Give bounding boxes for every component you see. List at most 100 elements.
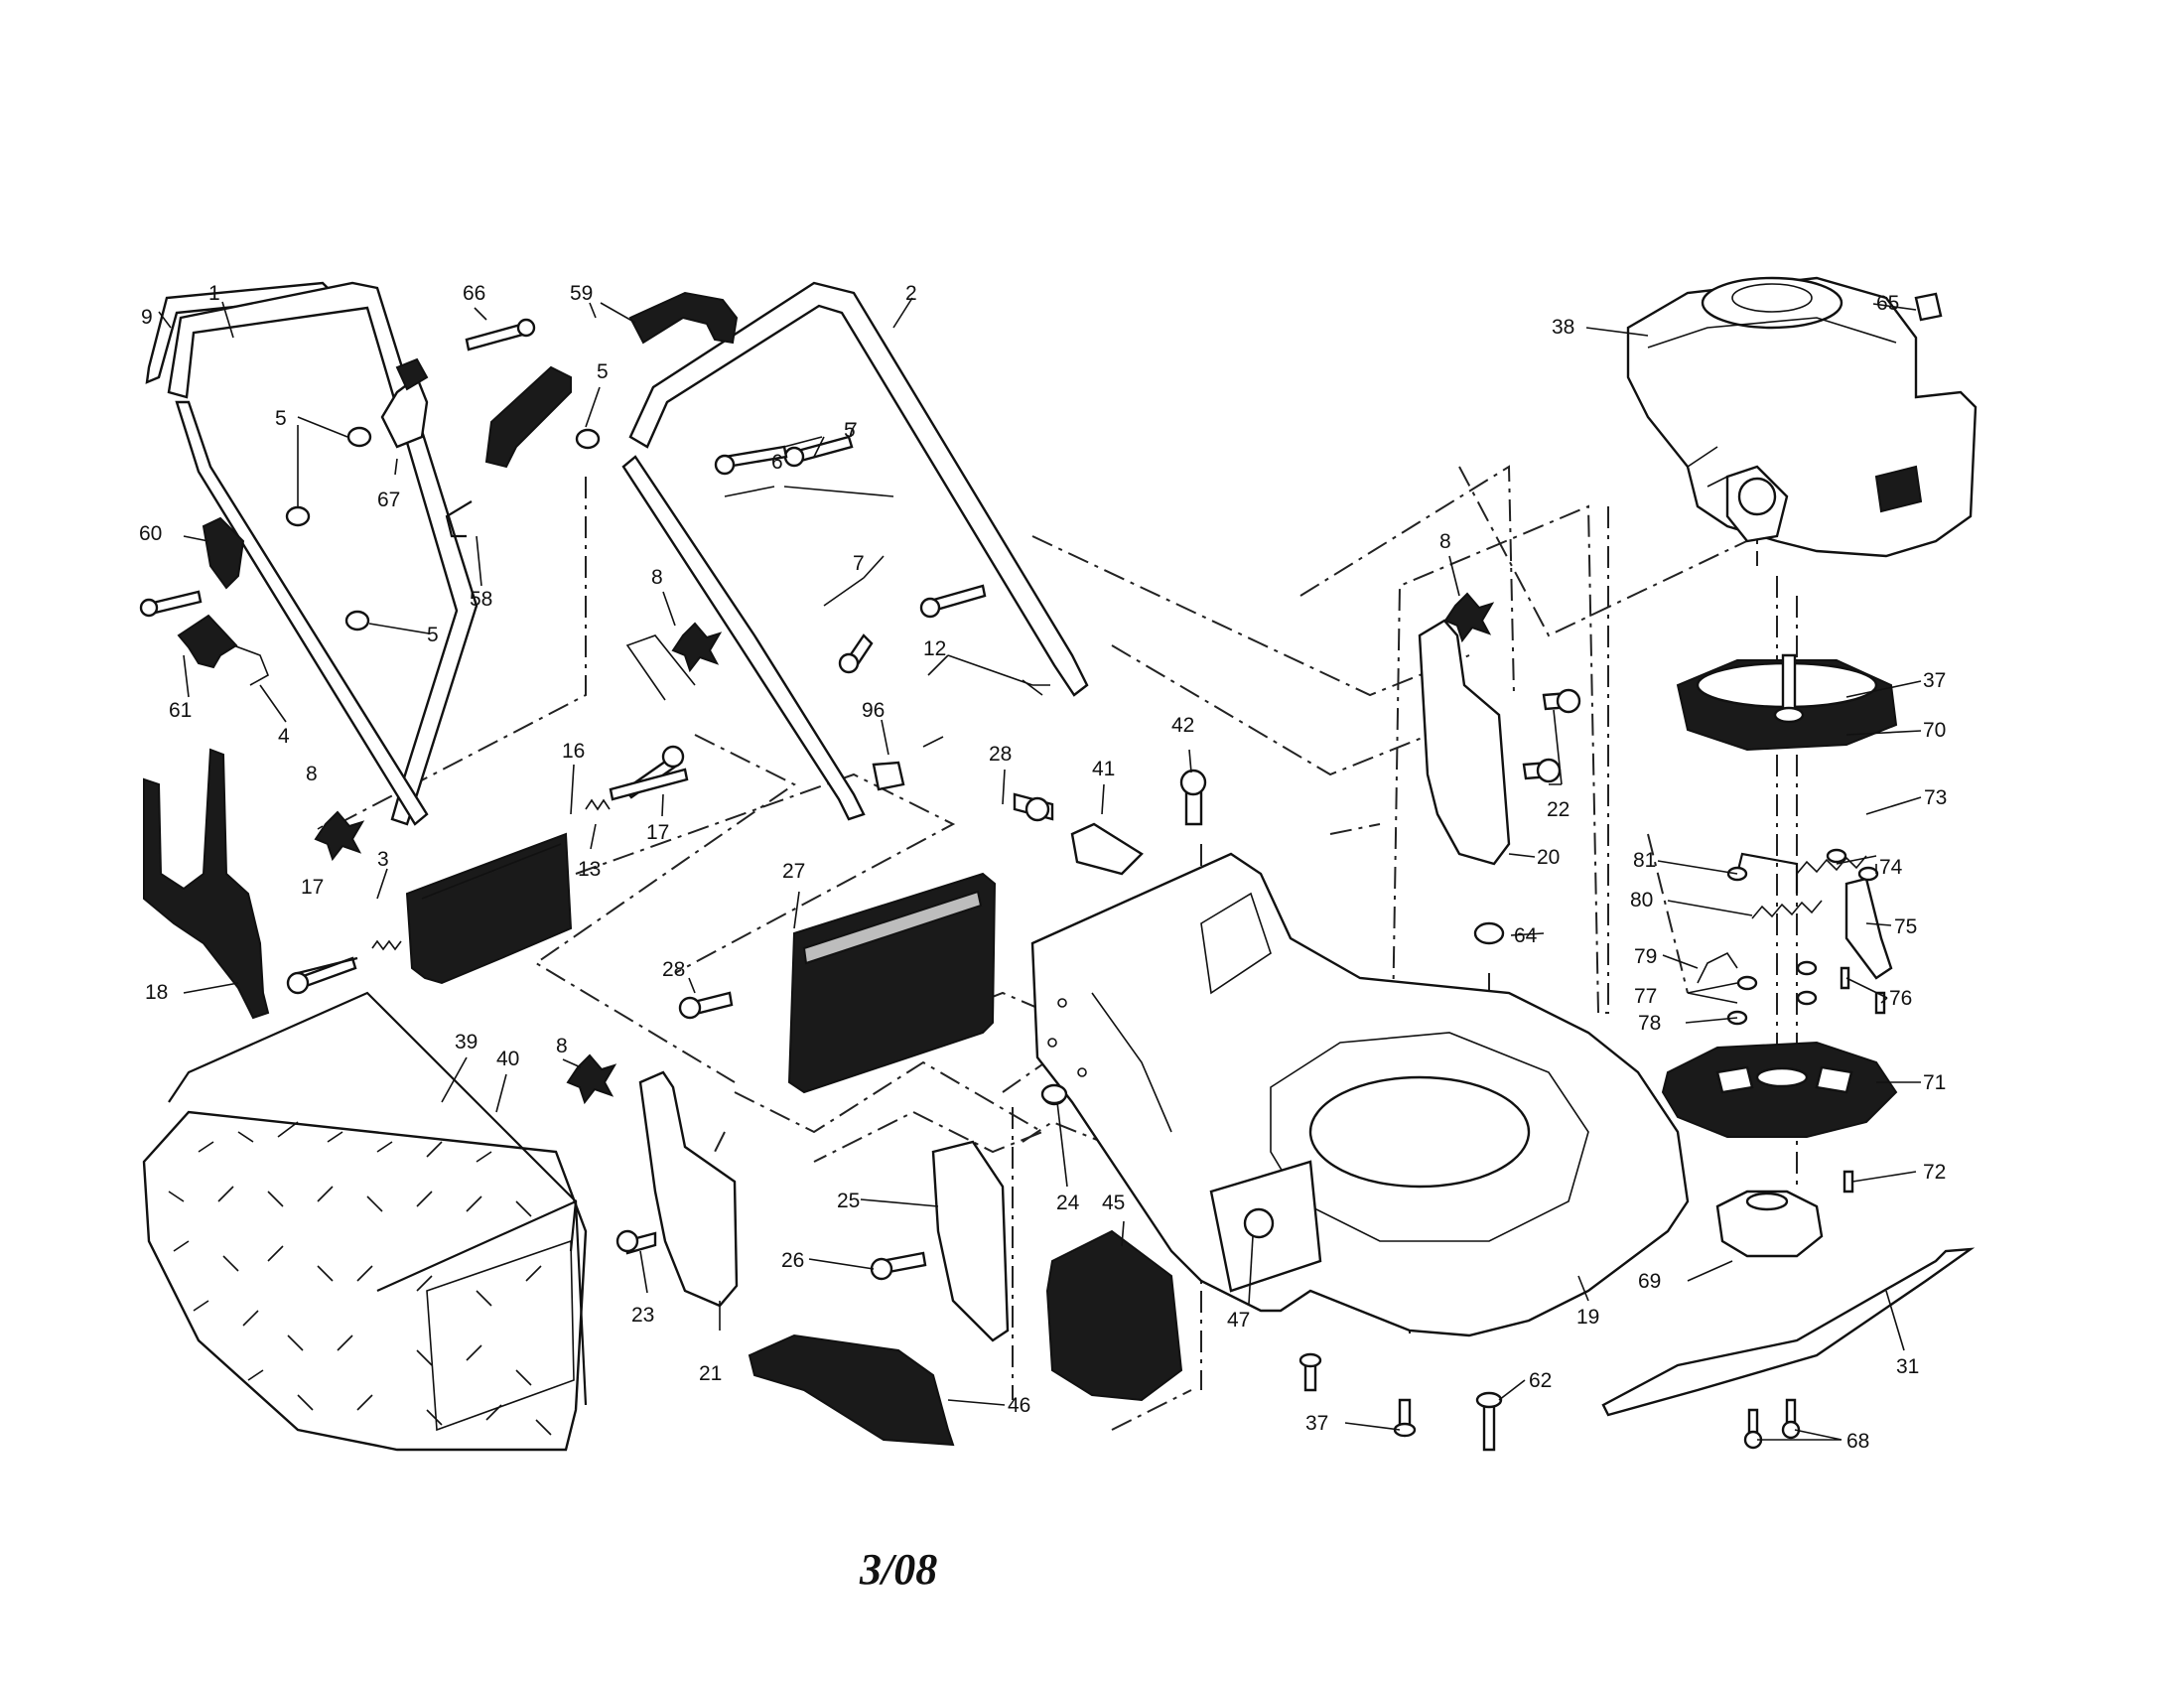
callout: 31 — [1896, 1355, 1919, 1378]
grass-bag-texture — [168, 1121, 552, 1436]
callout: 66 — [463, 282, 485, 305]
callout: 9 — [141, 306, 153, 329]
callout: 67 — [377, 489, 400, 511]
cable-clip — [232, 644, 270, 686]
callout: 7 — [853, 552, 865, 575]
date-code: 3/08 — [859, 1545, 937, 1594]
engine — [1626, 276, 1978, 558]
torsion-spring-left — [371, 939, 402, 951]
callout: 20 — [1537, 846, 1560, 869]
callout: 28 — [662, 958, 685, 981]
callout: 25 — [837, 1190, 860, 1212]
callout: 42 — [1171, 714, 1194, 737]
callout: 40 — [496, 1048, 519, 1070]
grass-bag-vent — [426, 1239, 575, 1432]
callout: 64 — [1514, 924, 1538, 947]
callout: 62 — [1529, 1369, 1552, 1392]
callout: 77 — [1634, 985, 1657, 1008]
blade-pulley — [1661, 1041, 1898, 1138]
callout: 70 — [1923, 719, 1946, 742]
callout: 96 — [862, 699, 885, 722]
callout: 69 — [1638, 1270, 1661, 1293]
handle-left-arm — [175, 400, 429, 826]
height-adjuster-right — [1418, 619, 1511, 866]
lower-handle-slot — [625, 634, 696, 701]
rear-parts — [143, 619, 1511, 1447]
deck-rib — [1091, 992, 1172, 1133]
callout: 74 — [1879, 856, 1903, 879]
callout: 13 — [578, 858, 601, 881]
grass-bag-frame-front — [376, 1199, 588, 1406]
mower-blade — [1601, 1247, 1976, 1417]
hairpin-clip-2 — [922, 736, 944, 748]
rear-door-hinge — [421, 843, 562, 900]
callout: 21 — [699, 1362, 722, 1385]
brake-bracket — [1844, 877, 1893, 980]
callout-numbers: 9 1 66 59 2 65 38 5 5 5 7 6 67 60 58 8 7… — [139, 282, 1947, 1453]
rear-door — [405, 832, 573, 985]
extension-spring-lower — [1751, 900, 1823, 919]
upper-handle-left — [167, 281, 478, 826]
callout: 47 — [1227, 1309, 1250, 1332]
callout: 5 — [275, 407, 287, 430]
callout: 46 — [1008, 1394, 1030, 1417]
callout: 65 — [1876, 292, 1899, 315]
callout: 76 — [1889, 987, 1912, 1010]
handle-grip-left — [484, 365, 572, 469]
grass-bag-body — [142, 1110, 588, 1452]
rear-deflector — [787, 872, 997, 1094]
throttle-housing — [202, 516, 245, 590]
drive-control — [380, 375, 429, 449]
mower-deck — [1030, 852, 1690, 1337]
callout: 28 — [989, 743, 1012, 766]
callout: 27 — [782, 860, 805, 883]
callout: 81 — [1633, 849, 1656, 872]
deck-nut-64 — [1473, 921, 1505, 945]
callout: 17 — [646, 821, 669, 844]
leader-lines — [158, 297, 1922, 1441]
drive-control-lever — [395, 357, 429, 391]
callout: 24 — [1056, 1192, 1080, 1214]
mulch-door — [748, 1333, 955, 1447]
callout: 45 — [1102, 1192, 1125, 1214]
callout: 38 — [1552, 316, 1574, 339]
handle-knob — [177, 614, 238, 669]
callout: 8 — [651, 566, 663, 589]
height-adjuster-left — [638, 1070, 739, 1308]
callout: 39 — [455, 1031, 478, 1053]
engine-shroud-edge — [1647, 317, 1897, 349]
engine-top-cover — [1701, 276, 1843, 330]
extension-spring-upper — [1796, 855, 1867, 875]
engine-cable — [1687, 446, 1728, 488]
deck-center-hole — [1308, 1075, 1531, 1189]
callout: 16 — [562, 740, 585, 763]
upper-handle-right — [628, 281, 1089, 697]
callout: 58 — [470, 588, 492, 611]
callout: 75 — [1894, 915, 1917, 938]
callout: 8 — [556, 1035, 568, 1057]
drive-parts — [1601, 653, 1976, 1450]
hinge-rod-left — [297, 956, 358, 975]
mulch-plug — [143, 748, 270, 1020]
u-bolt — [445, 500, 473, 538]
side-discharge-cover — [1045, 1229, 1183, 1402]
handle-grip-right — [628, 291, 739, 345]
callout: 61 — [169, 699, 192, 722]
callout: 41 — [1092, 758, 1115, 780]
callout: 23 — [631, 1304, 654, 1327]
deck-chute-opening — [1200, 892, 1272, 995]
callout: 8 — [306, 763, 318, 785]
engine-label-plate — [1874, 465, 1923, 513]
grass-bag-frame — [168, 991, 578, 1252]
pulley-bolt — [1781, 653, 1797, 717]
deck-nut — [1243, 1207, 1275, 1239]
callout: 5 — [597, 360, 609, 383]
callout: 22 — [1547, 798, 1570, 821]
callout: 4 — [278, 725, 290, 748]
callout: 72 — [1923, 1161, 1946, 1184]
control-rod — [1735, 852, 1799, 894]
callout: 68 — [1846, 1430, 1869, 1453]
callout: 37 — [1923, 669, 1946, 692]
callout: 37 — [1305, 1412, 1328, 1435]
